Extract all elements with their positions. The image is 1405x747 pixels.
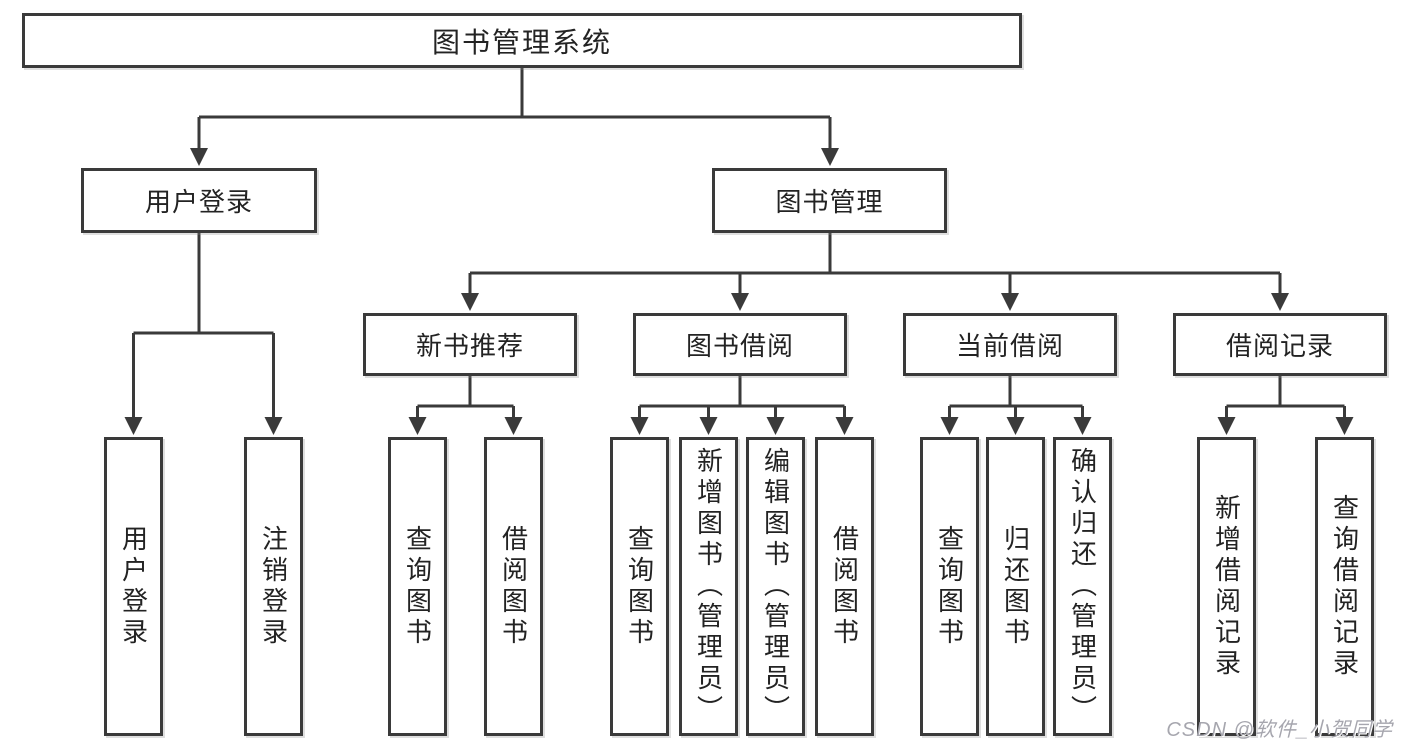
node-book-borrowing-label: 图书借阅 <box>685 331 794 361</box>
node-user-login-label: 用户登录 <box>144 187 253 217</box>
leaf-recommend-borrow-books-label: 借阅图书 <box>498 524 529 649</box>
node-library-system: 图书管理系统 <box>22 13 1022 68</box>
leaf-user-login-label: 用户登录 <box>118 524 149 649</box>
node-borrowing-records-label: 借阅记录 <box>1225 331 1334 361</box>
leaf-logout-label: 注销登录 <box>258 524 289 649</box>
leaf-return-books: 归还图书 <box>986 437 1045 736</box>
node-book-management-label: 图书管理 <box>775 187 884 217</box>
leaf-logout: 注销登录 <box>244 437 303 736</box>
leaf-query-borrow-record-label: 查询借阅记录 <box>1329 493 1360 680</box>
leaf-add-books-admin: 新增图书（管理员） <box>679 437 738 736</box>
leaf-borrowing-query-books-label: 查询图书 <box>624 524 655 649</box>
node-new-book-recommend: 新书推荐 <box>363 313 577 376</box>
leaf-recommend-query-books: 查询图书 <box>388 437 447 736</box>
node-book-management: 图书管理 <box>712 168 947 233</box>
leaf-edit-books-admin: 编辑图书（管理员） <box>746 437 805 736</box>
leaf-add-borrow-record-label: 新增借阅记录 <box>1211 493 1242 680</box>
leaf-confirm-return-admin: 确认归还（管理员） <box>1053 437 1112 736</box>
leaf-recommend-query-books-label: 查询图书 <box>402 524 433 649</box>
node-current-borrowing: 当前借阅 <box>903 313 1117 376</box>
leaf-current-query-books: 查询图书 <box>920 437 979 736</box>
csdn-watermark: CSDN @软件_小贺同学 <box>1166 719 1393 741</box>
leaf-add-borrow-record: 新增借阅记录 <box>1197 437 1256 736</box>
leaf-add-books-admin-label: 新增图书（管理员） <box>693 447 724 726</box>
leaf-confirm-return-admin-label: 确认归还（管理员） <box>1067 447 1098 726</box>
leaf-borrowing-borrow-books-label: 借阅图书 <box>829 524 860 649</box>
node-user-login: 用户登录 <box>81 168 317 233</box>
leaf-user-login: 用户登录 <box>104 437 163 736</box>
leaf-edit-books-admin-label: 编辑图书（管理员） <box>760 447 791 726</box>
leaf-borrowing-query-books: 查询图书 <box>610 437 669 736</box>
node-library-system-label: 图书管理系统 <box>431 26 612 58</box>
node-book-borrowing: 图书借阅 <box>633 313 847 376</box>
node-new-book-recommend-label: 新书推荐 <box>415 331 524 361</box>
node-current-borrowing-label: 当前借阅 <box>955 331 1064 361</box>
leaf-query-borrow-record: 查询借阅记录 <box>1315 437 1374 736</box>
leaf-recommend-borrow-books: 借阅图书 <box>484 437 543 736</box>
leaf-borrowing-borrow-books: 借阅图书 <box>815 437 874 736</box>
node-borrowing-records: 借阅记录 <box>1173 313 1387 376</box>
leaf-return-books-label: 归还图书 <box>1000 524 1031 649</box>
leaf-current-query-books-label: 查询图书 <box>934 524 965 649</box>
